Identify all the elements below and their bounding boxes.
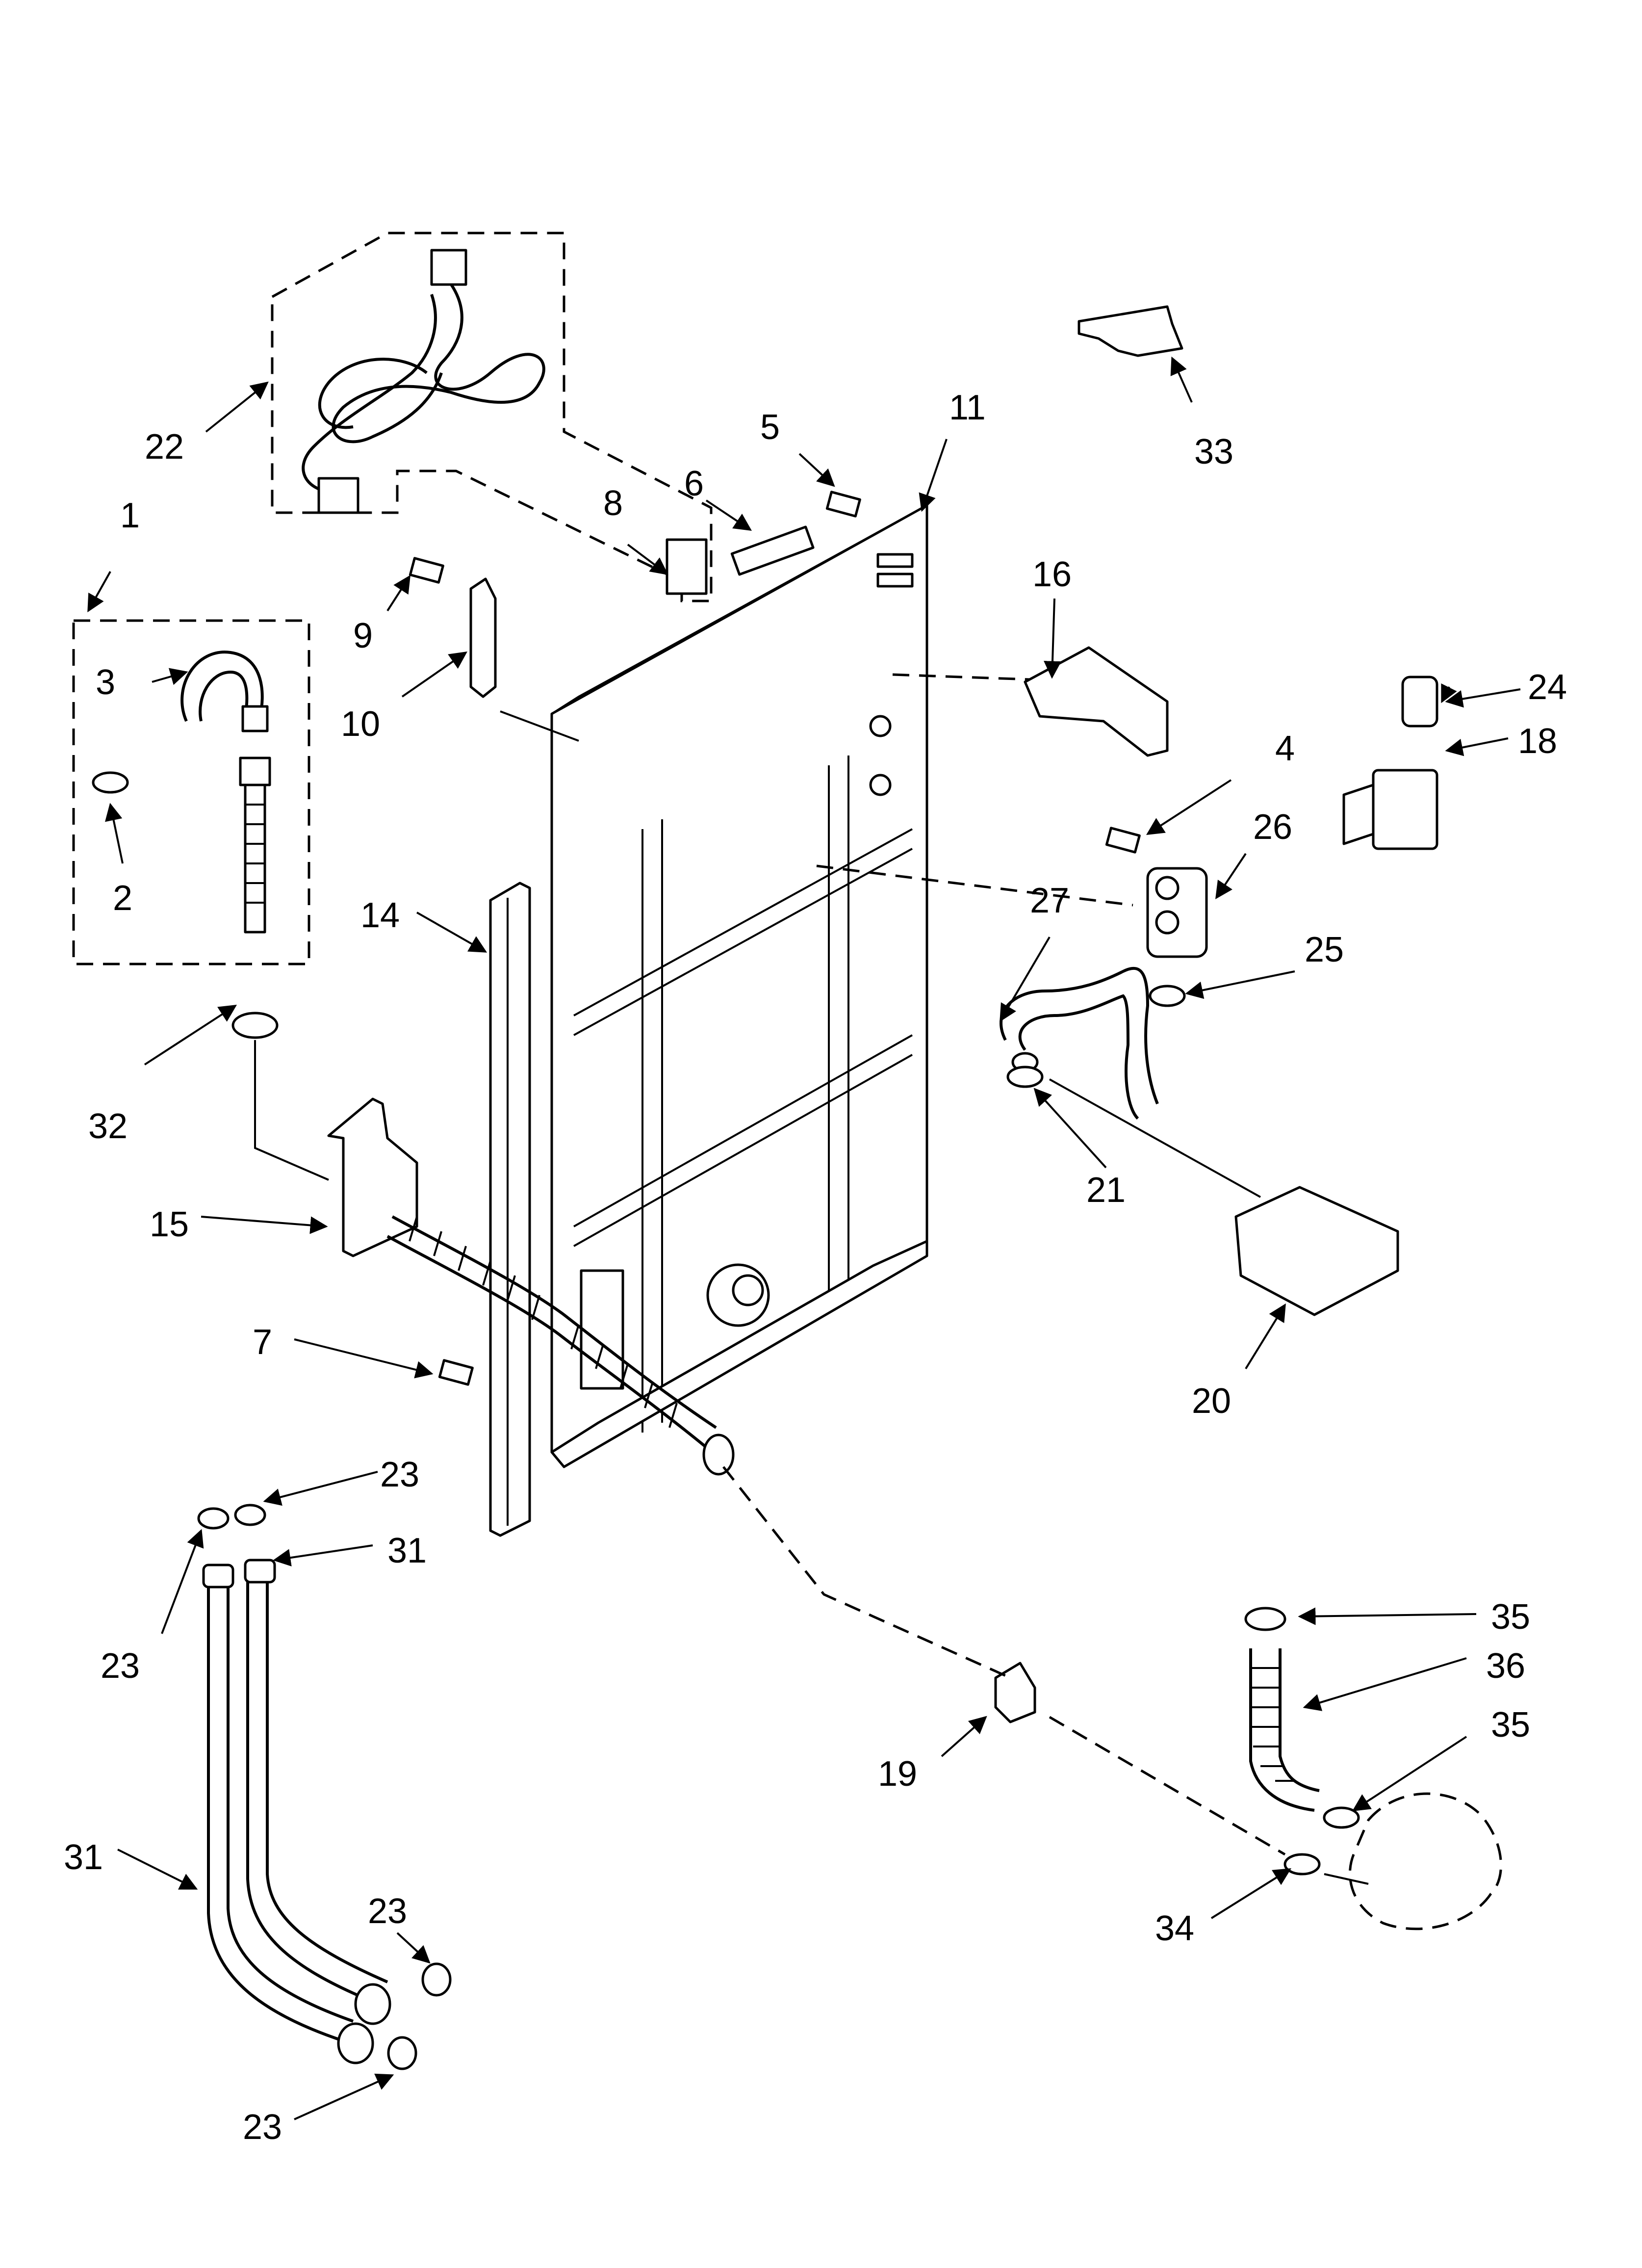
callout-6: 6 bbox=[684, 464, 704, 503]
power-cord-group-outline bbox=[271, 232, 713, 602]
callout-27: 27 bbox=[1030, 881, 1069, 920]
screw-5 bbox=[825, 491, 861, 518]
callout-labels: 1 2 3 4 5 6 7 8 9 10 11 14 15 16 18 19 2… bbox=[64, 388, 1567, 2147]
clamp-21 bbox=[1006, 1066, 1044, 1088]
callout-35-bottom: 35 bbox=[1491, 1705, 1530, 1745]
callout-26: 26 bbox=[1253, 808, 1292, 847]
water-valve-26 bbox=[1146, 867, 1208, 958]
vertical-strip bbox=[489, 882, 531, 1537]
leader-arrows bbox=[87, 356, 1521, 2120]
callout-10: 10 bbox=[341, 704, 380, 744]
solid-connection-lines bbox=[254, 710, 1369, 1885]
clamp-35-top bbox=[1244, 1607, 1286, 1631]
fill-hose-kit bbox=[92, 651, 271, 934]
callout-8: 8 bbox=[603, 484, 623, 523]
callout-23-top-left: 23 bbox=[101, 1646, 140, 1686]
callout-23-top-right: 23 bbox=[380, 1455, 419, 1494]
callout-36: 36 bbox=[1486, 1646, 1525, 1686]
timer-18 bbox=[1342, 769, 1438, 850]
power-cord bbox=[302, 249, 545, 514]
callout-23-bottom-left: 23 bbox=[243, 2108, 282, 2147]
connection-lines bbox=[722, 673, 1286, 1856]
clamp-34 bbox=[1283, 1853, 1321, 1876]
rear-panel bbox=[550, 504, 928, 1468]
hose-guide-16 bbox=[1024, 646, 1169, 757]
fill-hose-kit-outline bbox=[72, 619, 310, 965]
fill-hoses-31 bbox=[202, 1559, 391, 2064]
screw-7 bbox=[438, 1359, 474, 1386]
callout-23-bottom-right: 23 bbox=[368, 1892, 407, 1931]
drain-hose bbox=[386, 1215, 735, 1476]
callout-7: 7 bbox=[253, 1323, 272, 1362]
clamp-19 bbox=[994, 1662, 1036, 1723]
callout-33: 33 bbox=[1194, 432, 1233, 471]
clip-10 bbox=[469, 577, 497, 698]
callout-16: 16 bbox=[1032, 555, 1072, 594]
callout-2: 2 bbox=[113, 879, 132, 918]
washers-23 bbox=[197, 1504, 452, 2070]
clamp-32 bbox=[231, 1012, 279, 1039]
pump-outline bbox=[1349, 1792, 1502, 1930]
callout-32: 32 bbox=[88, 1107, 128, 1146]
callout-35-top: 35 bbox=[1491, 1597, 1530, 1637]
clamp-35-bottom bbox=[1323, 1806, 1360, 1829]
callout-31-top: 31 bbox=[387, 1531, 427, 1570]
dispenser-20 bbox=[1234, 1186, 1399, 1316]
callout-19: 19 bbox=[878, 1754, 917, 1794]
callout-3: 3 bbox=[96, 663, 115, 702]
callout-18: 18 bbox=[1518, 722, 1557, 761]
bracket-8 bbox=[666, 538, 708, 595]
callout-9: 9 bbox=[353, 616, 373, 655]
drain-hose-36 bbox=[1249, 1648, 1320, 1812]
bracket-33 bbox=[1078, 305, 1183, 357]
callout-24: 24 bbox=[1528, 668, 1567, 707]
cap-24 bbox=[1401, 676, 1438, 728]
callout-11: 11 bbox=[949, 388, 986, 427]
callout-14: 14 bbox=[360, 896, 400, 935]
callout-34: 34 bbox=[1155, 1909, 1194, 1948]
callout-20: 20 bbox=[1192, 1382, 1231, 1421]
callout-22: 22 bbox=[145, 427, 184, 467]
screw-9 bbox=[409, 557, 444, 584]
callout-15: 15 bbox=[150, 1205, 189, 1244]
callout-1: 1 bbox=[120, 496, 140, 535]
screw-4 bbox=[1105, 827, 1141, 854]
strip-6 bbox=[730, 525, 815, 576]
callout-25: 25 bbox=[1305, 930, 1344, 969]
callout-31-left: 31 bbox=[64, 1838, 103, 1877]
callout-4: 4 bbox=[1275, 729, 1295, 768]
callout-5: 5 bbox=[760, 408, 780, 447]
callout-21: 21 bbox=[1086, 1171, 1126, 1210]
clamp-25 bbox=[1149, 985, 1186, 1007]
rear-bracket bbox=[327, 1097, 418, 1257]
